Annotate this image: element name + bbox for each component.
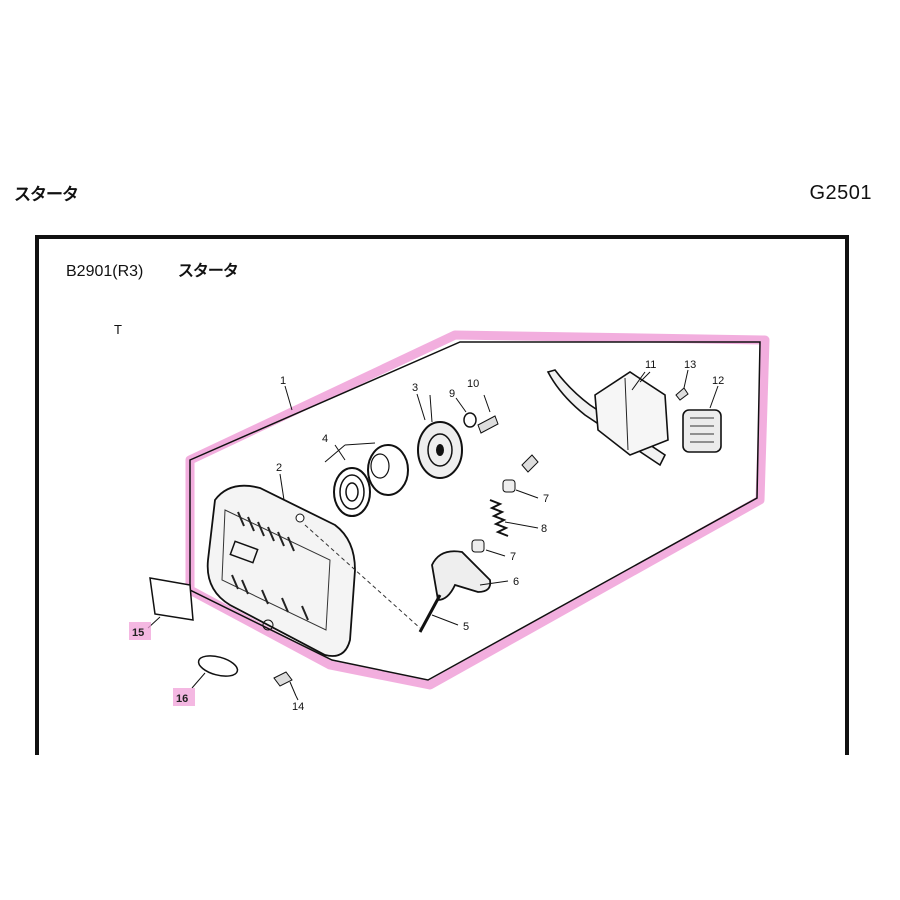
callout-4: 4 — [322, 433, 328, 445]
leader-lines — [279, 371, 719, 701]
coil-spring-part — [489, 499, 539, 537]
recoil-spring-part — [324, 442, 409, 517]
callout-14: 14 — [292, 701, 304, 713]
callout-2: 2 — [276, 462, 282, 474]
callout-6: 6 — [513, 576, 519, 588]
callout-7-upper: 7 — [543, 493, 549, 505]
screw-part-14 — [273, 671, 297, 697]
callout-16: 16 — [176, 693, 188, 705]
page-code: G2501 — [809, 182, 872, 204]
assembly-axis-line — [304, 524, 421, 629]
callout-11: 11 — [645, 359, 656, 371]
callout-13: 13 — [684, 359, 696, 371]
pulley-part — [417, 394, 463, 479]
callout-9: 9 — [449, 388, 455, 400]
model-code: B2901(R3) — [66, 263, 144, 280]
bolt-part — [477, 394, 499, 434]
damper-part — [682, 409, 722, 453]
callout-1: 1 — [280, 375, 286, 387]
callout-3: 3 — [412, 382, 418, 394]
starter-cover-part — [206, 484, 356, 657]
starter-rope-part — [418, 594, 459, 633]
ring-part — [191, 655, 239, 689]
callout-7-lower: 7 — [510, 551, 516, 563]
model-line: B2901(R3) スタータ — [66, 257, 239, 281]
starter-handle-part — [431, 550, 509, 601]
pawl-part-upper — [502, 454, 539, 499]
air-guide-part — [546, 369, 669, 467]
callout-5: 5 — [463, 621, 469, 633]
section-title: スタータ — [14, 185, 79, 204]
assembly-outline — [189, 341, 761, 681]
washer-part — [455, 397, 477, 428]
diagram-frame — [35, 235, 849, 755]
callout-15: 15 — [132, 627, 144, 639]
pawl-part-lower — [471, 539, 506, 557]
label-plate-part — [147, 577, 194, 629]
model-name: スタータ — [177, 263, 239, 280]
tag-t: T — [114, 322, 122, 337]
screw-part-13 — [675, 369, 689, 401]
assembly-highlight-outline — [185, 330, 770, 690]
callout-12: 12 — [712, 375, 724, 387]
callout-10: 10 — [467, 378, 479, 390]
callout-16-highlight — [173, 688, 195, 706]
callout-8: 8 — [541, 523, 547, 535]
callout-15-highlight — [129, 622, 151, 640]
